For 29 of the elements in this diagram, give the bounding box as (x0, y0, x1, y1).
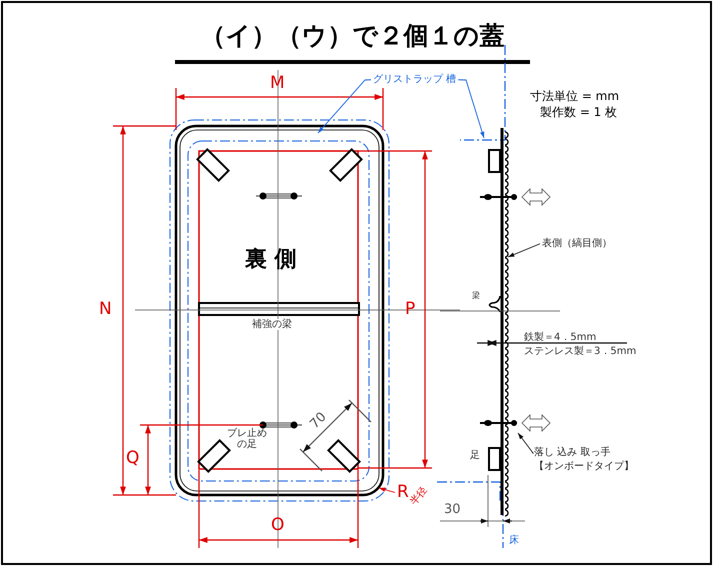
label: 製作数 = 1 枚 (540, 106, 618, 120)
leader-line (318, 79, 372, 134)
label: 補強の梁 (252, 319, 292, 330)
callout-text: R (397, 484, 409, 501)
leader-line (518, 432, 534, 454)
leader-line (378, 488, 396, 493)
label: 30 (444, 503, 461, 518)
title: （イ）（ウ）で２個１の蓋 (200, 22, 506, 50)
label: N (99, 300, 112, 319)
label: 裏 側 (245, 248, 297, 272)
callout-text: 【オンボードタイプ】 (534, 460, 634, 473)
label: 鉄製＝4．5mm (524, 332, 596, 343)
label: 梁 (472, 292, 480, 301)
leader-line (458, 79, 484, 138)
callout-text: グリストラップ 槽 (373, 73, 456, 86)
leader-line (508, 243, 540, 258)
label: 70 (308, 410, 330, 432)
label: Q (126, 449, 140, 468)
callout-text: 表側（縞目側） (542, 237, 612, 250)
label: 足 (470, 450, 480, 461)
label: O (271, 516, 284, 535)
label: 寸法単位 = mm (530, 90, 620, 104)
label: 床 (509, 535, 519, 546)
callout-text: 半径 (409, 486, 430, 508)
label: P (405, 300, 416, 319)
label: ブレ止めの足 (226, 428, 268, 450)
label: ステンレス製＝3．5mm (524, 346, 636, 357)
callout-text: 落し 込み 取っ手 (534, 446, 612, 460)
label: M (270, 74, 285, 93)
